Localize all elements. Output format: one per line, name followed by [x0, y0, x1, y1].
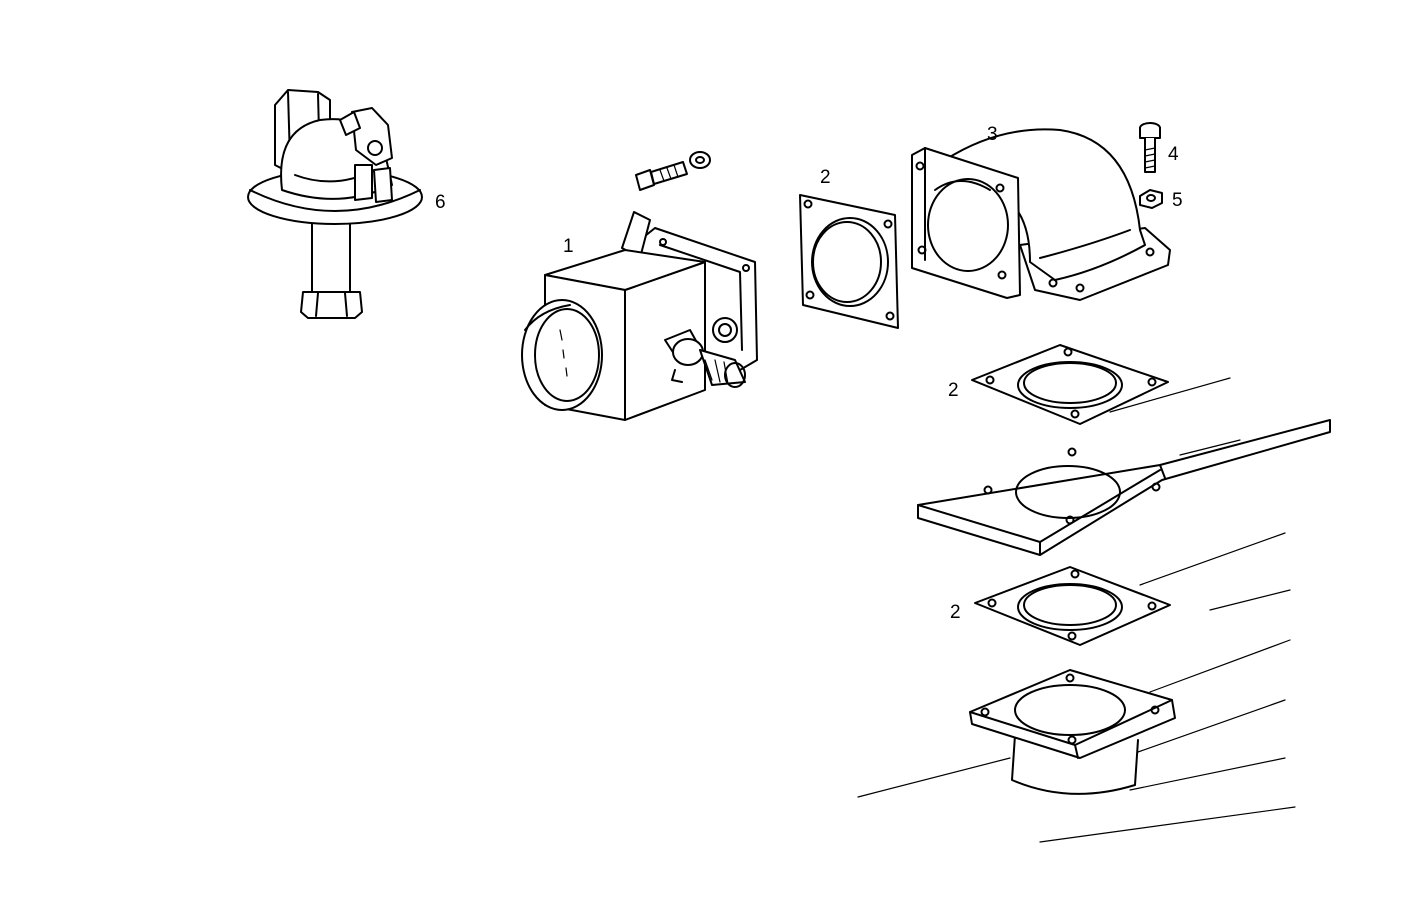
bolt-and-washer — [635, 151, 711, 191]
part-4-bolt — [1139, 122, 1161, 173]
part-3-elbow — [911, 128, 1171, 301]
part-2-gasket-lower — [974, 566, 1171, 646]
part-1-body — [521, 211, 758, 421]
base-port — [969, 669, 1176, 795]
part-6-valve — [247, 89, 423, 319]
callout-6: 6 — [435, 192, 446, 213]
callout-4: 4 — [1168, 144, 1179, 165]
spacer-plate — [917, 419, 1331, 556]
callout-5: 5 — [1172, 190, 1183, 211]
part-2-gasket-upper — [799, 194, 899, 329]
callout-2-middle: 2 — [948, 380, 959, 401]
manifold-outline — [857, 377, 1296, 843]
callout-3: 3 — [987, 124, 998, 145]
part-5-nut — [1139, 189, 1163, 209]
callout-1: 1 — [563, 236, 574, 257]
callout-2-upper: 2 — [820, 167, 831, 188]
part-2-gasket-middle — [971, 344, 1169, 425]
callout-2-lower: 2 — [950, 602, 961, 623]
callouts: 1 2 3 4 5 6 2 2 — [435, 124, 1183, 623]
